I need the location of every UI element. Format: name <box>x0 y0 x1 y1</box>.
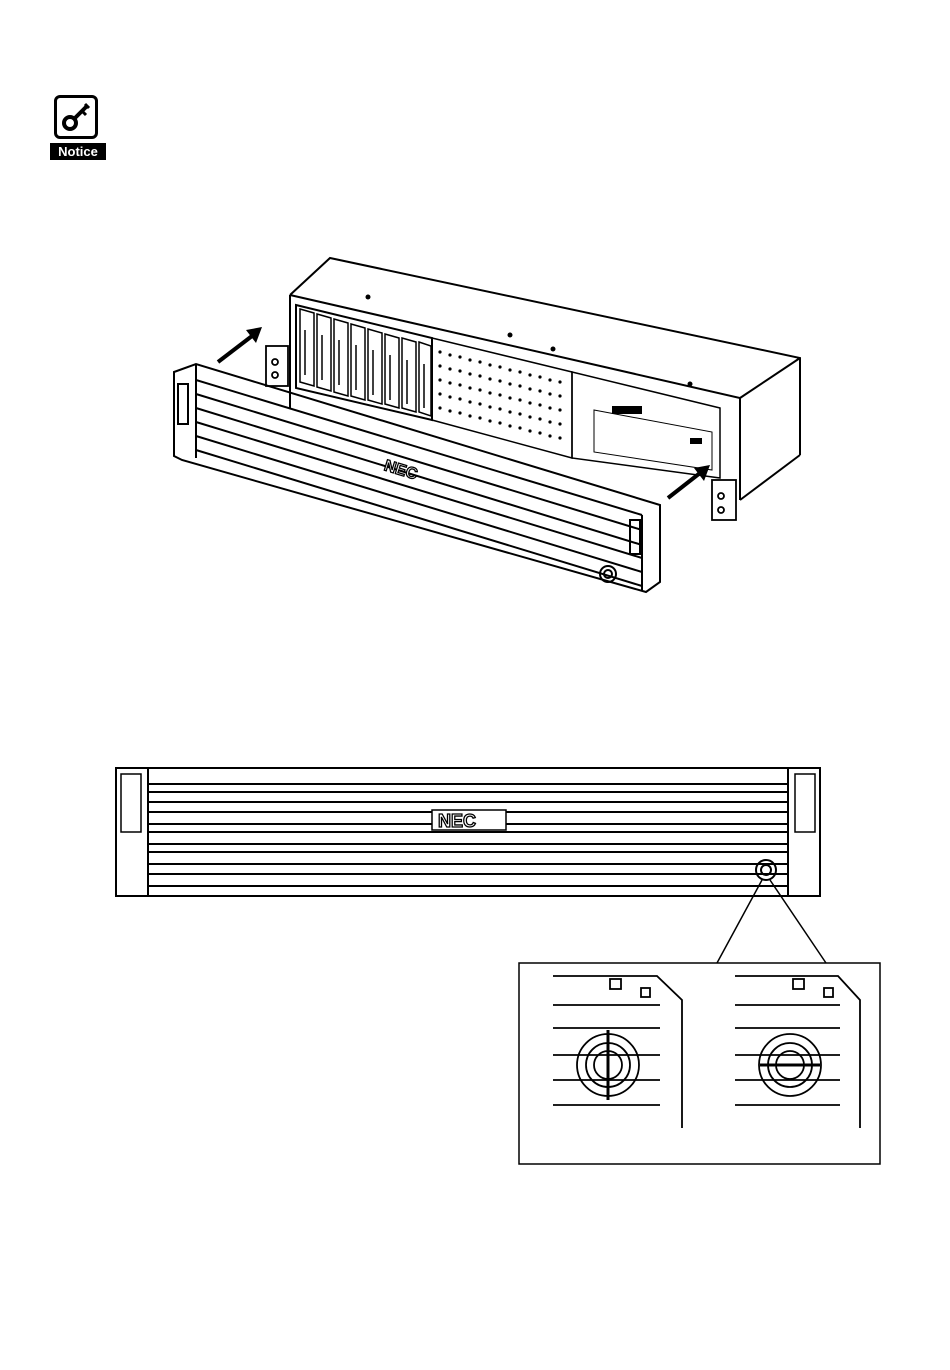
lock-unlocked-detail <box>553 976 682 1128</box>
bezel-angled <box>174 364 660 592</box>
drive-bays <box>300 309 431 416</box>
bezel-front-logo: NEC <box>438 811 476 831</box>
bezel-front-view <box>116 768 820 896</box>
rack-ears <box>266 346 736 520</box>
callout-lines <box>519 880 880 1164</box>
insert-arrow-icon <box>668 465 710 498</box>
insert-arrow-icon <box>218 327 262 362</box>
lock-locked-detail <box>735 976 860 1128</box>
